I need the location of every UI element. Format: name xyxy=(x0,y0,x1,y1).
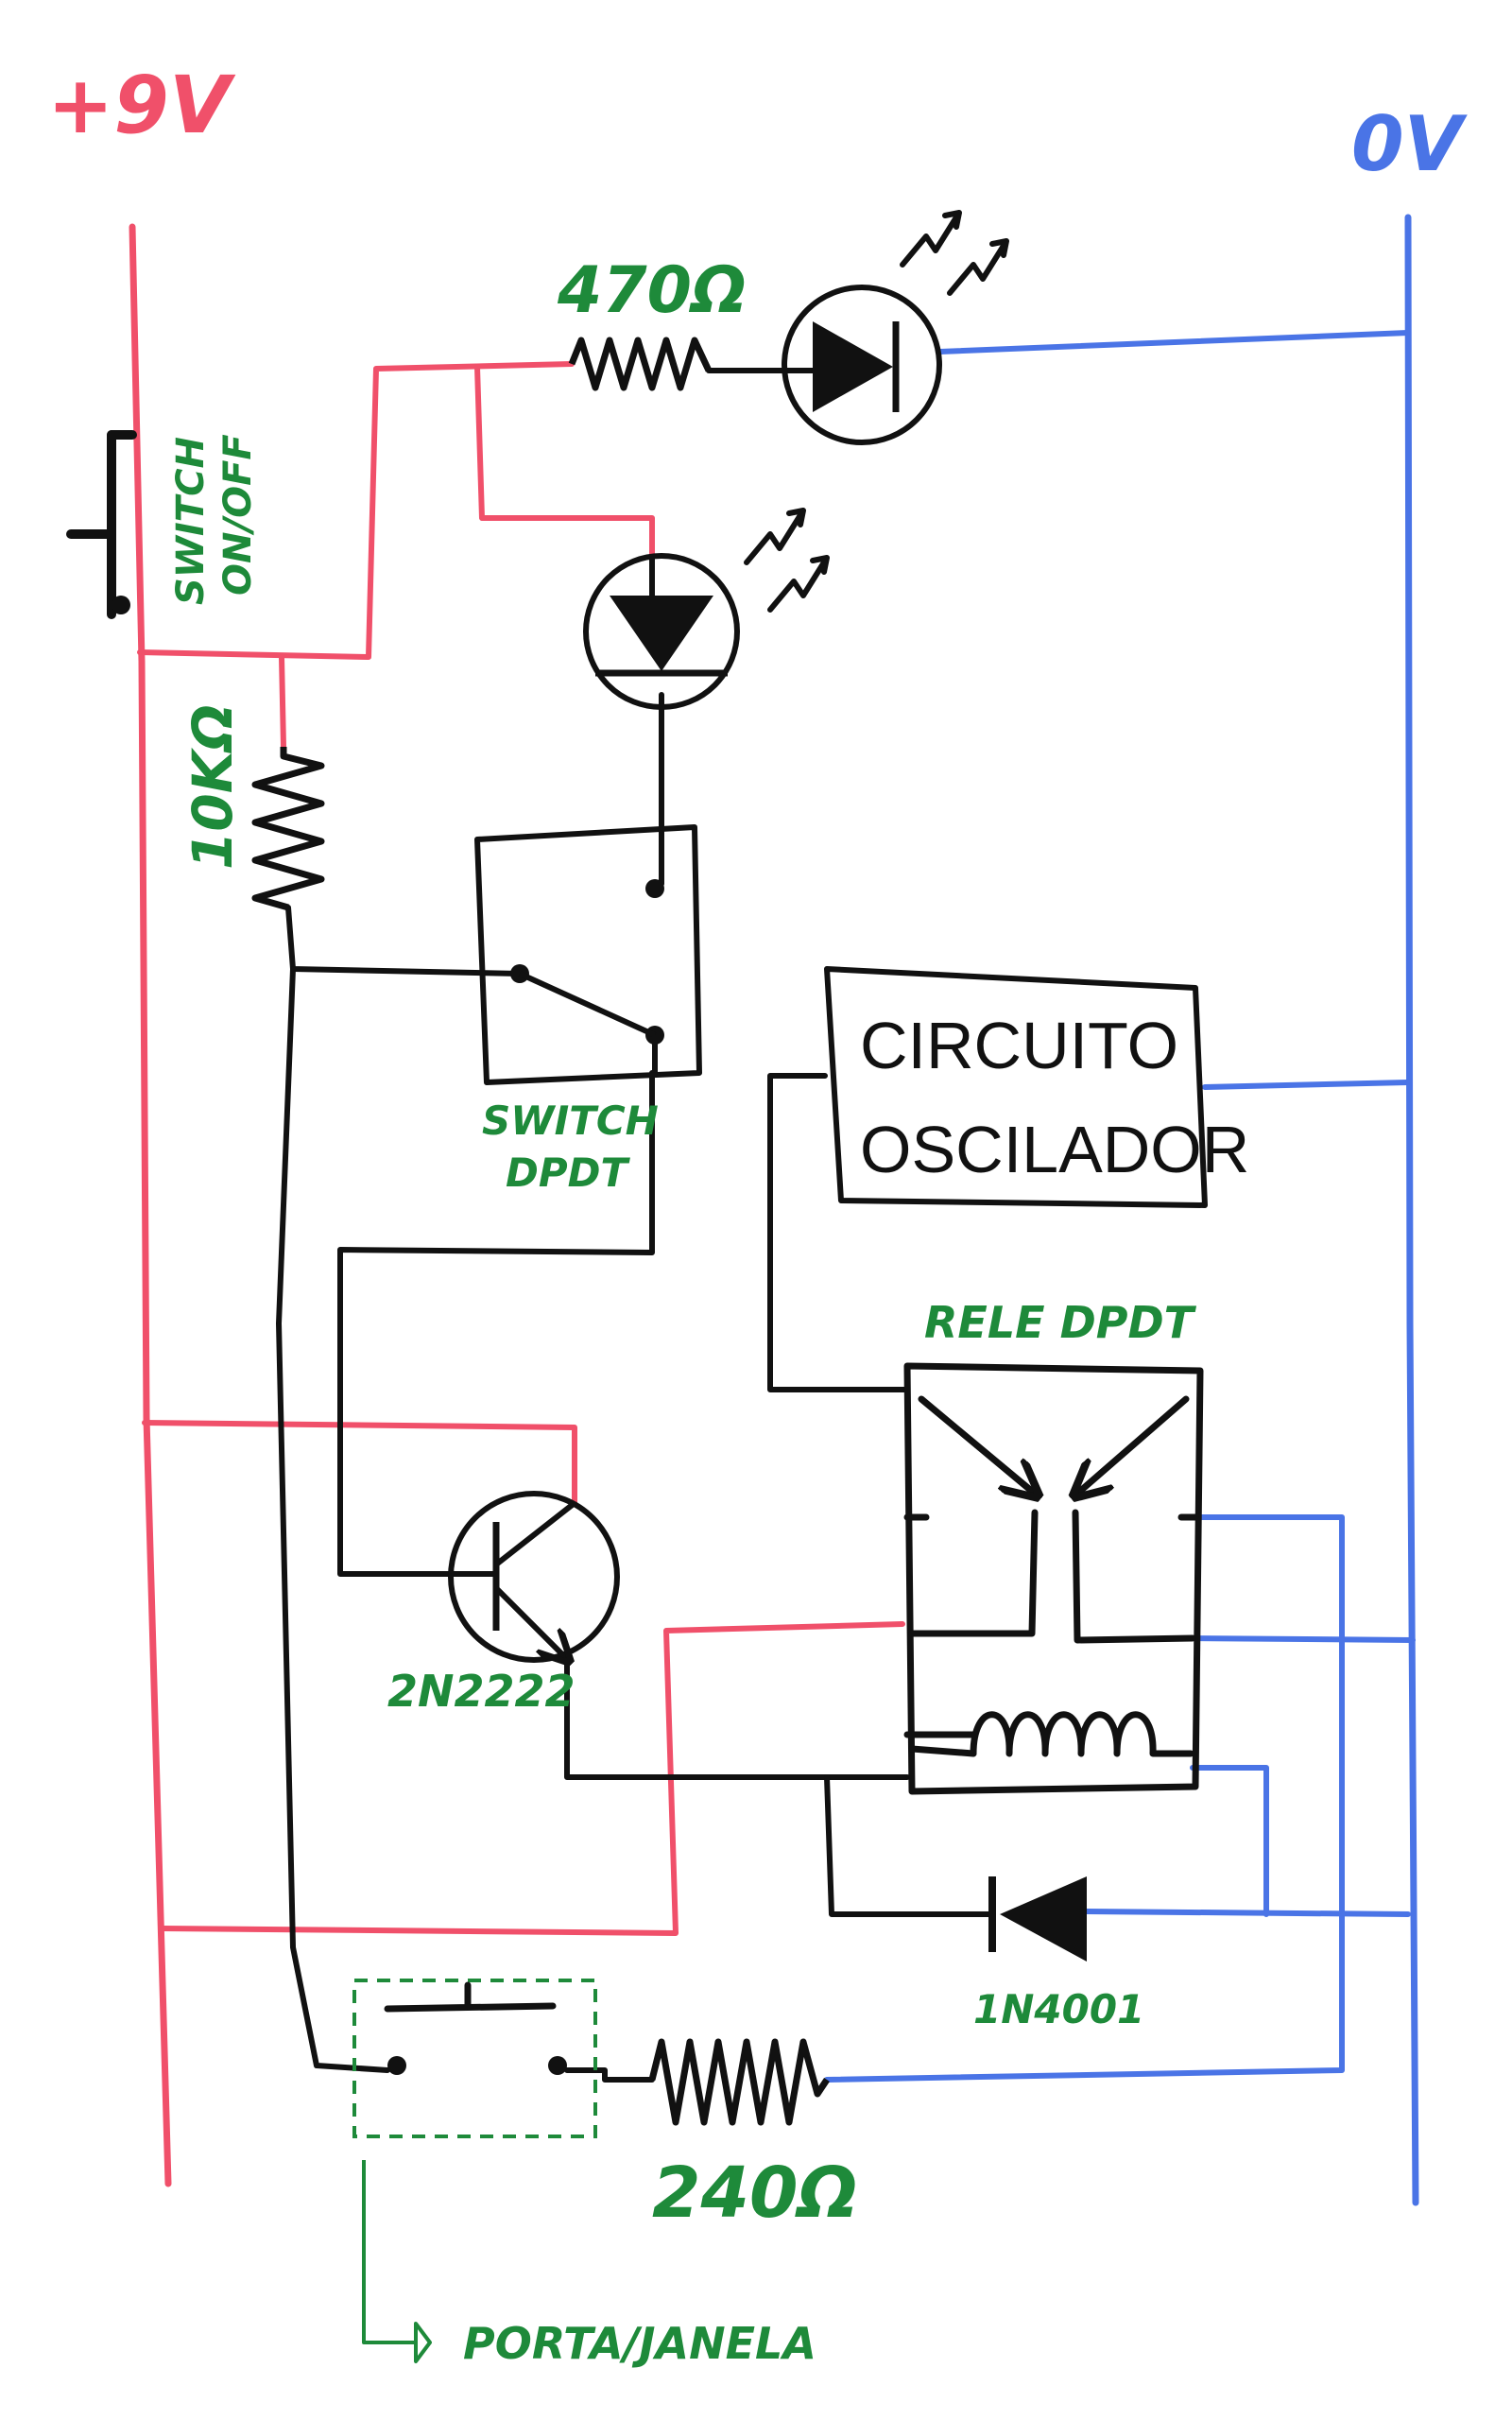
switch-dpdt-lever xyxy=(518,971,657,1038)
ground-wires xyxy=(824,330,1416,2083)
door-sensor-label: PORTA/JANELA xyxy=(463,2318,816,2369)
diode-label: 1N4001 xyxy=(973,1986,1144,2032)
relay-coil xyxy=(970,1711,1194,1757)
onoff-switch-label-line1: SWITCH xyxy=(169,437,213,605)
transistor-collector xyxy=(494,1500,576,1567)
resistor-240 xyxy=(648,2038,830,2126)
door-sensor-contact-right xyxy=(548,2056,567,2075)
relay-contact-right xyxy=(1077,1395,1190,1494)
transistor-label: 2N2222 xyxy=(387,1666,576,1717)
led-middle-light-icon xyxy=(744,508,830,613)
onoff-switch-label-line2: ON/OFF xyxy=(216,434,260,596)
ground-rail xyxy=(1404,214,1419,2206)
onoff-switch xyxy=(66,430,137,619)
oscillator-box xyxy=(824,966,1208,1208)
oscillator-label-line1: CIRCUITO xyxy=(860,1009,1178,1082)
onoff-switch-contact xyxy=(112,596,130,614)
switch-dpdt-label-line1: SWITCH xyxy=(482,1098,659,1144)
switch-dpdt-pin-top xyxy=(645,879,664,898)
oscillator-label-line2: OSCILADOR xyxy=(860,1113,1249,1186)
diode-triangle-icon xyxy=(1000,1876,1087,1962)
led-top-triangle-icon xyxy=(813,321,893,412)
switch-dpdt-box xyxy=(474,824,702,1085)
door-sensor-contact-left xyxy=(387,2056,406,2075)
switch-dpdt-label-line2: DPDT xyxy=(506,1150,631,1196)
positive-wires xyxy=(137,361,905,1936)
relay xyxy=(903,1362,1204,1795)
relay-label: RELE DPDT xyxy=(924,1297,1197,1348)
onoff-switch-label: SWITCH ON/OFF xyxy=(169,434,260,605)
resistor-470-label: 470Ω xyxy=(557,253,747,328)
transistor-emitter-arrow-icon xyxy=(493,1585,567,1659)
relay-contact-left xyxy=(918,1395,1035,1494)
led-middle xyxy=(583,508,830,710)
switch-dpdt xyxy=(474,824,702,1085)
transistor xyxy=(448,1491,620,1660)
positive-rail-label: +9V xyxy=(47,59,236,151)
door-sensor-button xyxy=(384,1981,557,2013)
door-sensor xyxy=(352,1979,597,2138)
resistor-240-label: 240Ω xyxy=(652,2152,857,2234)
resistor-10k-label: 10KΩ xyxy=(180,704,245,870)
led-middle-body xyxy=(583,553,740,710)
ground-rail-label: 0V xyxy=(1351,100,1469,188)
door-sensor-pointer xyxy=(362,2160,432,2363)
led-middle-triangle-icon xyxy=(610,596,713,671)
led-top-body xyxy=(782,285,942,445)
door-sensor-enclosure xyxy=(352,1979,597,2138)
signal-wires xyxy=(276,368,995,2083)
diode xyxy=(988,1876,1087,1962)
resistor-10k xyxy=(251,747,325,911)
positive-rail xyxy=(129,223,172,2187)
relay-box xyxy=(903,1362,1204,1795)
led-top xyxy=(782,210,1009,445)
resistor-470 xyxy=(568,337,713,391)
led-top-light-icon xyxy=(900,210,1009,296)
